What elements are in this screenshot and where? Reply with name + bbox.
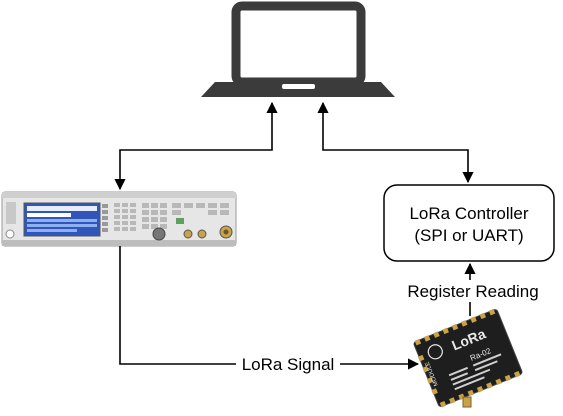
lora-signal-label-bg [236,352,340,374]
lora-module-image: LoRa Ra-02 MODULE [413,308,523,408]
controller-label-line2: (SPI or UART) [414,226,523,245]
lora-controller-box: LoRa Controller (SPI or UART) [383,184,555,262]
controller-label-line1: LoRa Controller [409,204,528,223]
module-antenna-pad [462,396,472,408]
laptop-generator-connector [114,101,278,191]
lora-signal-connector [119,246,420,370]
laptop-controller-connector [317,101,474,184]
register-reading-label: Register Reading [407,282,538,301]
signal-generator-image [1,191,237,247]
laptop-icon [201,1,395,97]
lora-signal-label: LoRa Signal [242,355,335,374]
register-reading-label-bg [402,280,544,302]
